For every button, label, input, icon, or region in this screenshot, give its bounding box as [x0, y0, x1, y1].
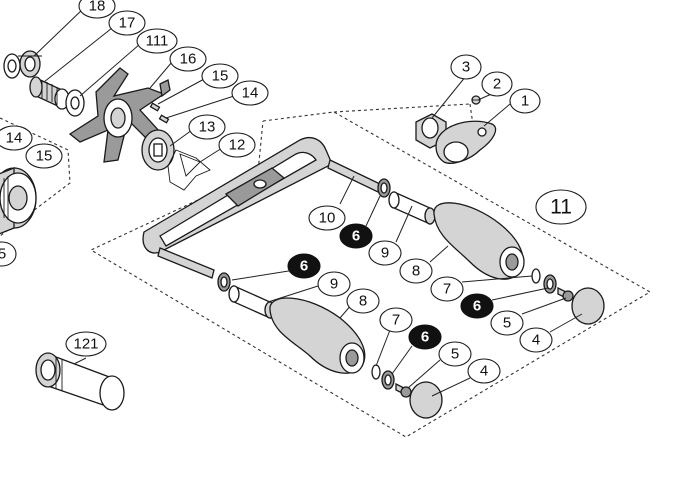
callout-2: 2: [481, 71, 513, 97]
part-washer: [3, 53, 21, 79]
callouts: 18 17 111 16 15 14 13 12: [0, 0, 587, 384]
svg-text:8: 8: [412, 263, 420, 280]
svg-text:13: 13: [199, 119, 216, 136]
callout-7-lower: 7: [379, 307, 413, 333]
part-16-star-drag: [68, 67, 171, 163]
upper-collar-9: [388, 190, 436, 226]
upper-screw-5: [557, 286, 574, 302]
svg-text:15: 15: [212, 68, 229, 85]
svg-text:7: 7: [443, 281, 451, 298]
callout-5-lower: 5: [438, 341, 472, 367]
part-121-sleeve: [35, 352, 125, 411]
part-18-nut: [18, 50, 42, 78]
callout-10: 10: [308, 205, 346, 231]
svg-text:18: 18: [89, 0, 106, 15]
svg-text:16: 16: [180, 51, 197, 68]
callout-4-upper: 4: [519, 327, 553, 353]
callout-111: 111: [136, 28, 178, 54]
callout-8-upper: 8: [399, 258, 433, 284]
part-12-spring: [167, 149, 211, 191]
upper-washer-7: [531, 268, 541, 284]
callout-6-lower-right: 6: [408, 324, 442, 350]
svg-text:6: 6: [300, 258, 308, 275]
upper-knob-stack: [377, 178, 605, 325]
callout-121: 121: [65, 331, 107, 357]
callout-6-upper: 6: [339, 223, 373, 249]
svg-text:5: 5: [0, 246, 6, 263]
svg-text:11: 11: [550, 196, 572, 219]
callout-16: 16: [169, 46, 207, 72]
handle-assembly-boundary: [89, 111, 652, 438]
svg-text:14: 14: [6, 130, 23, 147]
part-111-washer: [65, 89, 85, 117]
part-17-sleeve: [29, 76, 70, 110]
callout-9-lower: 9: [317, 271, 351, 297]
svg-text:111: 111: [146, 33, 169, 50]
callout-1: 1: [509, 88, 541, 114]
svg-text:7: 7: [392, 312, 400, 329]
callout-7-upper: 7: [430, 276, 464, 302]
callout-17: 17: [108, 10, 146, 36]
svg-text:4: 4: [532, 332, 540, 349]
callout-15: 15: [201, 63, 239, 89]
boundary-guide: [333, 103, 471, 113]
svg-text:6: 6: [421, 329, 429, 346]
lower-washer-7: [371, 364, 381, 380]
part-14-pin: [158, 114, 170, 124]
part-2-screw: [471, 95, 481, 105]
lower-screw-5: [395, 382, 412, 398]
callout-9-upper: 9: [368, 240, 402, 266]
part-15-pin: [149, 102, 161, 112]
svg-text:2: 2: [493, 76, 501, 93]
svg-text:5: 5: [503, 315, 511, 332]
callout-11: 11: [535, 189, 587, 225]
upper-bushing-6: [377, 178, 391, 198]
upper-knob-8: [433, 202, 525, 280]
callout-3: 3: [450, 54, 482, 80]
svg-text:10: 10: [319, 210, 336, 227]
callout-5-upper: 5: [490, 310, 524, 336]
svg-text:5: 5: [451, 346, 459, 363]
svg-text:15: 15: [36, 148, 53, 165]
callout-6-right: 6: [460, 293, 494, 319]
lower-knob-8: [269, 297, 366, 374]
svg-text:121: 121: [73, 336, 98, 353]
part-1-retainer-plate: [435, 120, 497, 164]
lower-cap-4: [409, 381, 443, 419]
part-15-bearing: [0, 167, 37, 235]
callout-12: 12: [218, 132, 256, 158]
upper-bushing-6b: [543, 274, 557, 294]
lower-bushing-6: [217, 272, 231, 292]
svg-text:8: 8: [359, 293, 367, 310]
drag-parts-group: [3, 50, 211, 191]
handle-arm: [142, 136, 381, 279]
svg-text:9: 9: [381, 245, 389, 262]
callout-15-left: 15: [25, 143, 63, 169]
svg-text:4: 4: [480, 363, 488, 380]
svg-text:17: 17: [119, 15, 136, 32]
callout-13: 13: [188, 114, 226, 140]
svg-text:1: 1: [521, 93, 529, 110]
lower-bushing-6b: [381, 370, 395, 390]
svg-text:14: 14: [242, 85, 259, 102]
callout-14: 14: [231, 80, 269, 106]
svg-text:6: 6: [352, 228, 360, 245]
svg-text:12: 12: [229, 137, 246, 154]
svg-text:6: 6: [473, 298, 481, 315]
callout-8-lower: 8: [346, 288, 380, 314]
svg-text:3: 3: [462, 59, 470, 76]
upper-cap-4: [571, 287, 605, 325]
callout-4-lower: 4: [467, 358, 501, 384]
handle-nut-group: [415, 95, 497, 164]
callout-14-left: 14: [0, 125, 33, 151]
svg-text:9: 9: [330, 276, 338, 293]
callout-18: 18: [78, 0, 116, 19]
callout-6-lower: 6: [287, 253, 321, 279]
part-13-disc: [141, 129, 175, 171]
callout-5-left: 5: [0, 241, 17, 267]
